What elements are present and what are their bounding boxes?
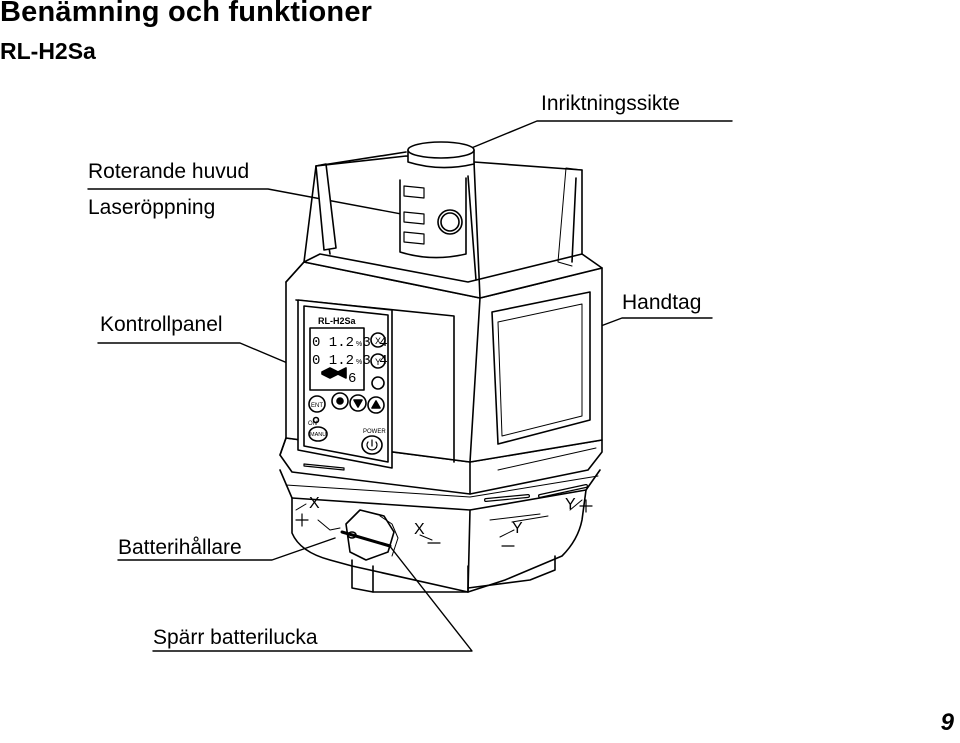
label-rotating-head: Roterande huvud <box>88 160 250 183</box>
label-control-panel: Kontrollpanel <box>100 313 223 336</box>
lcd-line-2: 0 1.2 3 4 <box>312 353 388 369</box>
power-button[interactable] <box>361 435 383 455</box>
base-mount <box>351 555 556 593</box>
rotating-head <box>399 177 467 259</box>
y-button[interactable] <box>370 353 386 369</box>
lcd-line-1: 0 1.2 3 4 <box>312 335 388 351</box>
on-led <box>312 416 320 424</box>
scan-mode-icon <box>371 376 385 390</box>
power-label: POWER <box>363 429 386 435</box>
up-button[interactable] <box>367 396 385 414</box>
ent-button[interactable] <box>308 395 326 413</box>
label-laser-aperture: Laseröppning <box>88 196 216 219</box>
axis-y-front: Y <box>512 520 523 537</box>
y-button-label: Y <box>375 357 381 367</box>
panel-model: RL-H2Sa <box>318 316 357 326</box>
ent-button-label: ENT <box>311 403 323 409</box>
top-frame <box>285 151 603 299</box>
on-led-label: ON <box>308 421 317 427</box>
lcd-display <box>309 327 365 391</box>
lcd-percent-1: % <box>356 341 362 348</box>
axis-y-right: Y <box>565 496 576 513</box>
label-battery-holder: Batterihållare <box>118 536 242 559</box>
alignment-sight <box>407 141 475 169</box>
down-button[interactable] <box>349 394 367 412</box>
label-handle: Handtag <box>622 291 702 314</box>
lcd-speed: 6 <box>348 371 356 387</box>
leader-laser-aperture <box>87 188 445 223</box>
center-button[interactable] <box>331 392 349 410</box>
manu-button[interactable] <box>308 426 328 442</box>
handle[interactable] <box>491 291 591 445</box>
x-button-label: X <box>375 336 381 346</box>
x-button[interactable] <box>370 332 386 348</box>
battery-lock-knob[interactable] <box>340 509 399 561</box>
page-subtitle: RL-H2Sa <box>0 38 96 64</box>
rotation-icon <box>321 367 347 379</box>
leader-battery-lock <box>152 539 473 652</box>
page-number: 9 <box>940 709 954 736</box>
manu-button-label: MANU <box>310 432 326 438</box>
leader-battery-holder <box>117 537 336 561</box>
control-panel <box>297 299 393 469</box>
axis-x-right: X <box>414 521 425 538</box>
label-battery-lock: Spärr batterilucka <box>153 626 318 649</box>
label-sight: Inriktningssikte <box>541 92 680 115</box>
axis-x-left: X <box>309 495 320 512</box>
leader-sight <box>451 120 733 157</box>
lcd-percent-2: % <box>356 359 362 366</box>
lower-housing <box>279 469 601 593</box>
page-title: Benämning och funktioner <box>0 0 373 28</box>
